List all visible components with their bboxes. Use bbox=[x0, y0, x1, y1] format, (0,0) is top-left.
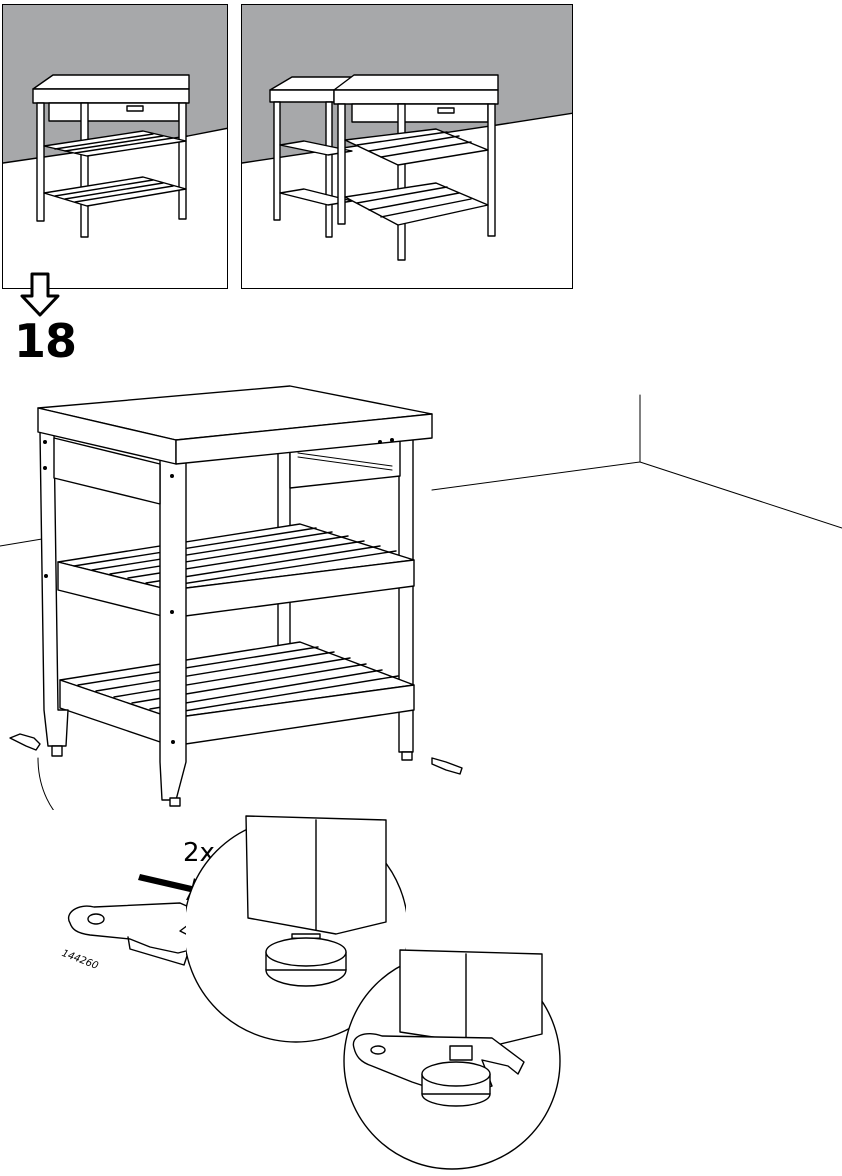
context-panel-double-island bbox=[241, 4, 573, 289]
hollow-down-arrow-icon bbox=[18, 272, 62, 318]
step-number: 18 bbox=[14, 318, 76, 364]
detail-circle-bracket-installed bbox=[342, 946, 562, 1172]
context-panel-single-island bbox=[2, 4, 228, 289]
main-illustration-island bbox=[0, 380, 842, 810]
